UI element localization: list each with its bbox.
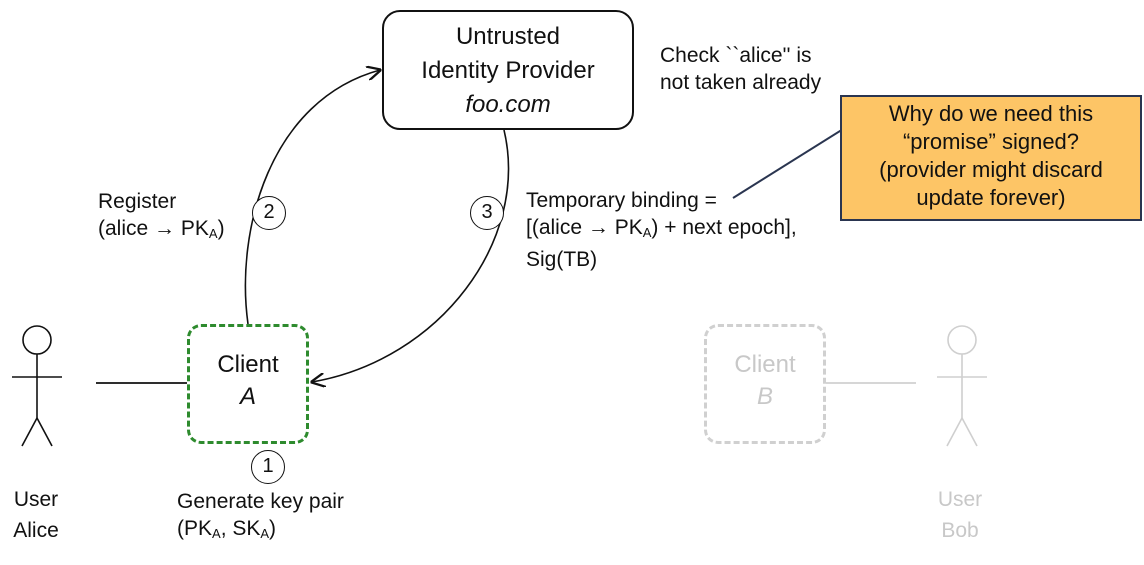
alice-stick-figure (12, 325, 62, 447)
client-b-id: B (756, 383, 773, 410)
check-note: Check ``alice'' is not taken already (660, 42, 821, 96)
provider-title-line2: Identity Provider (421, 57, 595, 84)
keypair-label-line2: (PKA, SKA) (177, 517, 277, 541)
step-2-marker: 2 (252, 196, 286, 230)
callout-line4: update forever) (916, 185, 1066, 210)
register-label-line2: (alice → PKA) (98, 217, 225, 241)
keypair-label-line1: Generate key pair (177, 490, 344, 513)
binding-label-line3: Sig(TB) (526, 248, 598, 271)
callout-line3: (provider might discard (879, 157, 1103, 182)
client-a-box: Client A (187, 324, 309, 444)
callout-line1: Why do we need this (888, 101, 1094, 126)
register-arrow (244, 70, 380, 325)
callout-line2: “promise” signed? (902, 129, 1080, 154)
check-note-line2: not taken already (660, 71, 822, 94)
client-b-name: Client (734, 351, 796, 378)
user-bob-label: User Bob (928, 484, 992, 546)
step-3-marker: 3 (470, 196, 504, 230)
binding-arrow (312, 129, 510, 382)
callout-pointer (732, 125, 849, 199)
user-alice-line1: User (13, 488, 59, 511)
binding-label: Temporary binding = [(alice → PKA) + nex… (526, 187, 797, 273)
check-note-line1: Check ``alice'' is (660, 44, 812, 67)
client-a-name: Client (217, 351, 279, 378)
provider-domain: foo.com (465, 91, 551, 118)
provider-title-line1: Untrusted (455, 23, 561, 50)
register-label-line1: Register (98, 190, 177, 213)
user-alice-line2: Alice (13, 519, 59, 542)
bob-stick-figure (937, 325, 987, 447)
user-bob-line2: Bob (941, 519, 979, 542)
step-1-marker: 1 (251, 450, 285, 484)
identity-provider-box: Untrusted Identity Provider foo.com (382, 10, 634, 130)
client-b-box: Client B (704, 324, 826, 444)
right-arrow-icon: → (587, 216, 609, 239)
keypair-label: Generate key pair (PKA, SKA) (177, 488, 344, 547)
user-alice-label: User Alice (4, 484, 68, 546)
binding-label-line2: [(alice → PKA) + next epoch], (526, 216, 797, 240)
binding-label-line1: Temporary binding = (526, 189, 717, 212)
user-bob-line1: User (937, 488, 983, 511)
client-a-id: A (239, 383, 256, 410)
register-label: Register (alice → PKA) (98, 188, 225, 247)
question-callout: Why do we need this “promise” signed? (p… (840, 95, 1142, 221)
right-arrow-icon: → (154, 217, 176, 240)
